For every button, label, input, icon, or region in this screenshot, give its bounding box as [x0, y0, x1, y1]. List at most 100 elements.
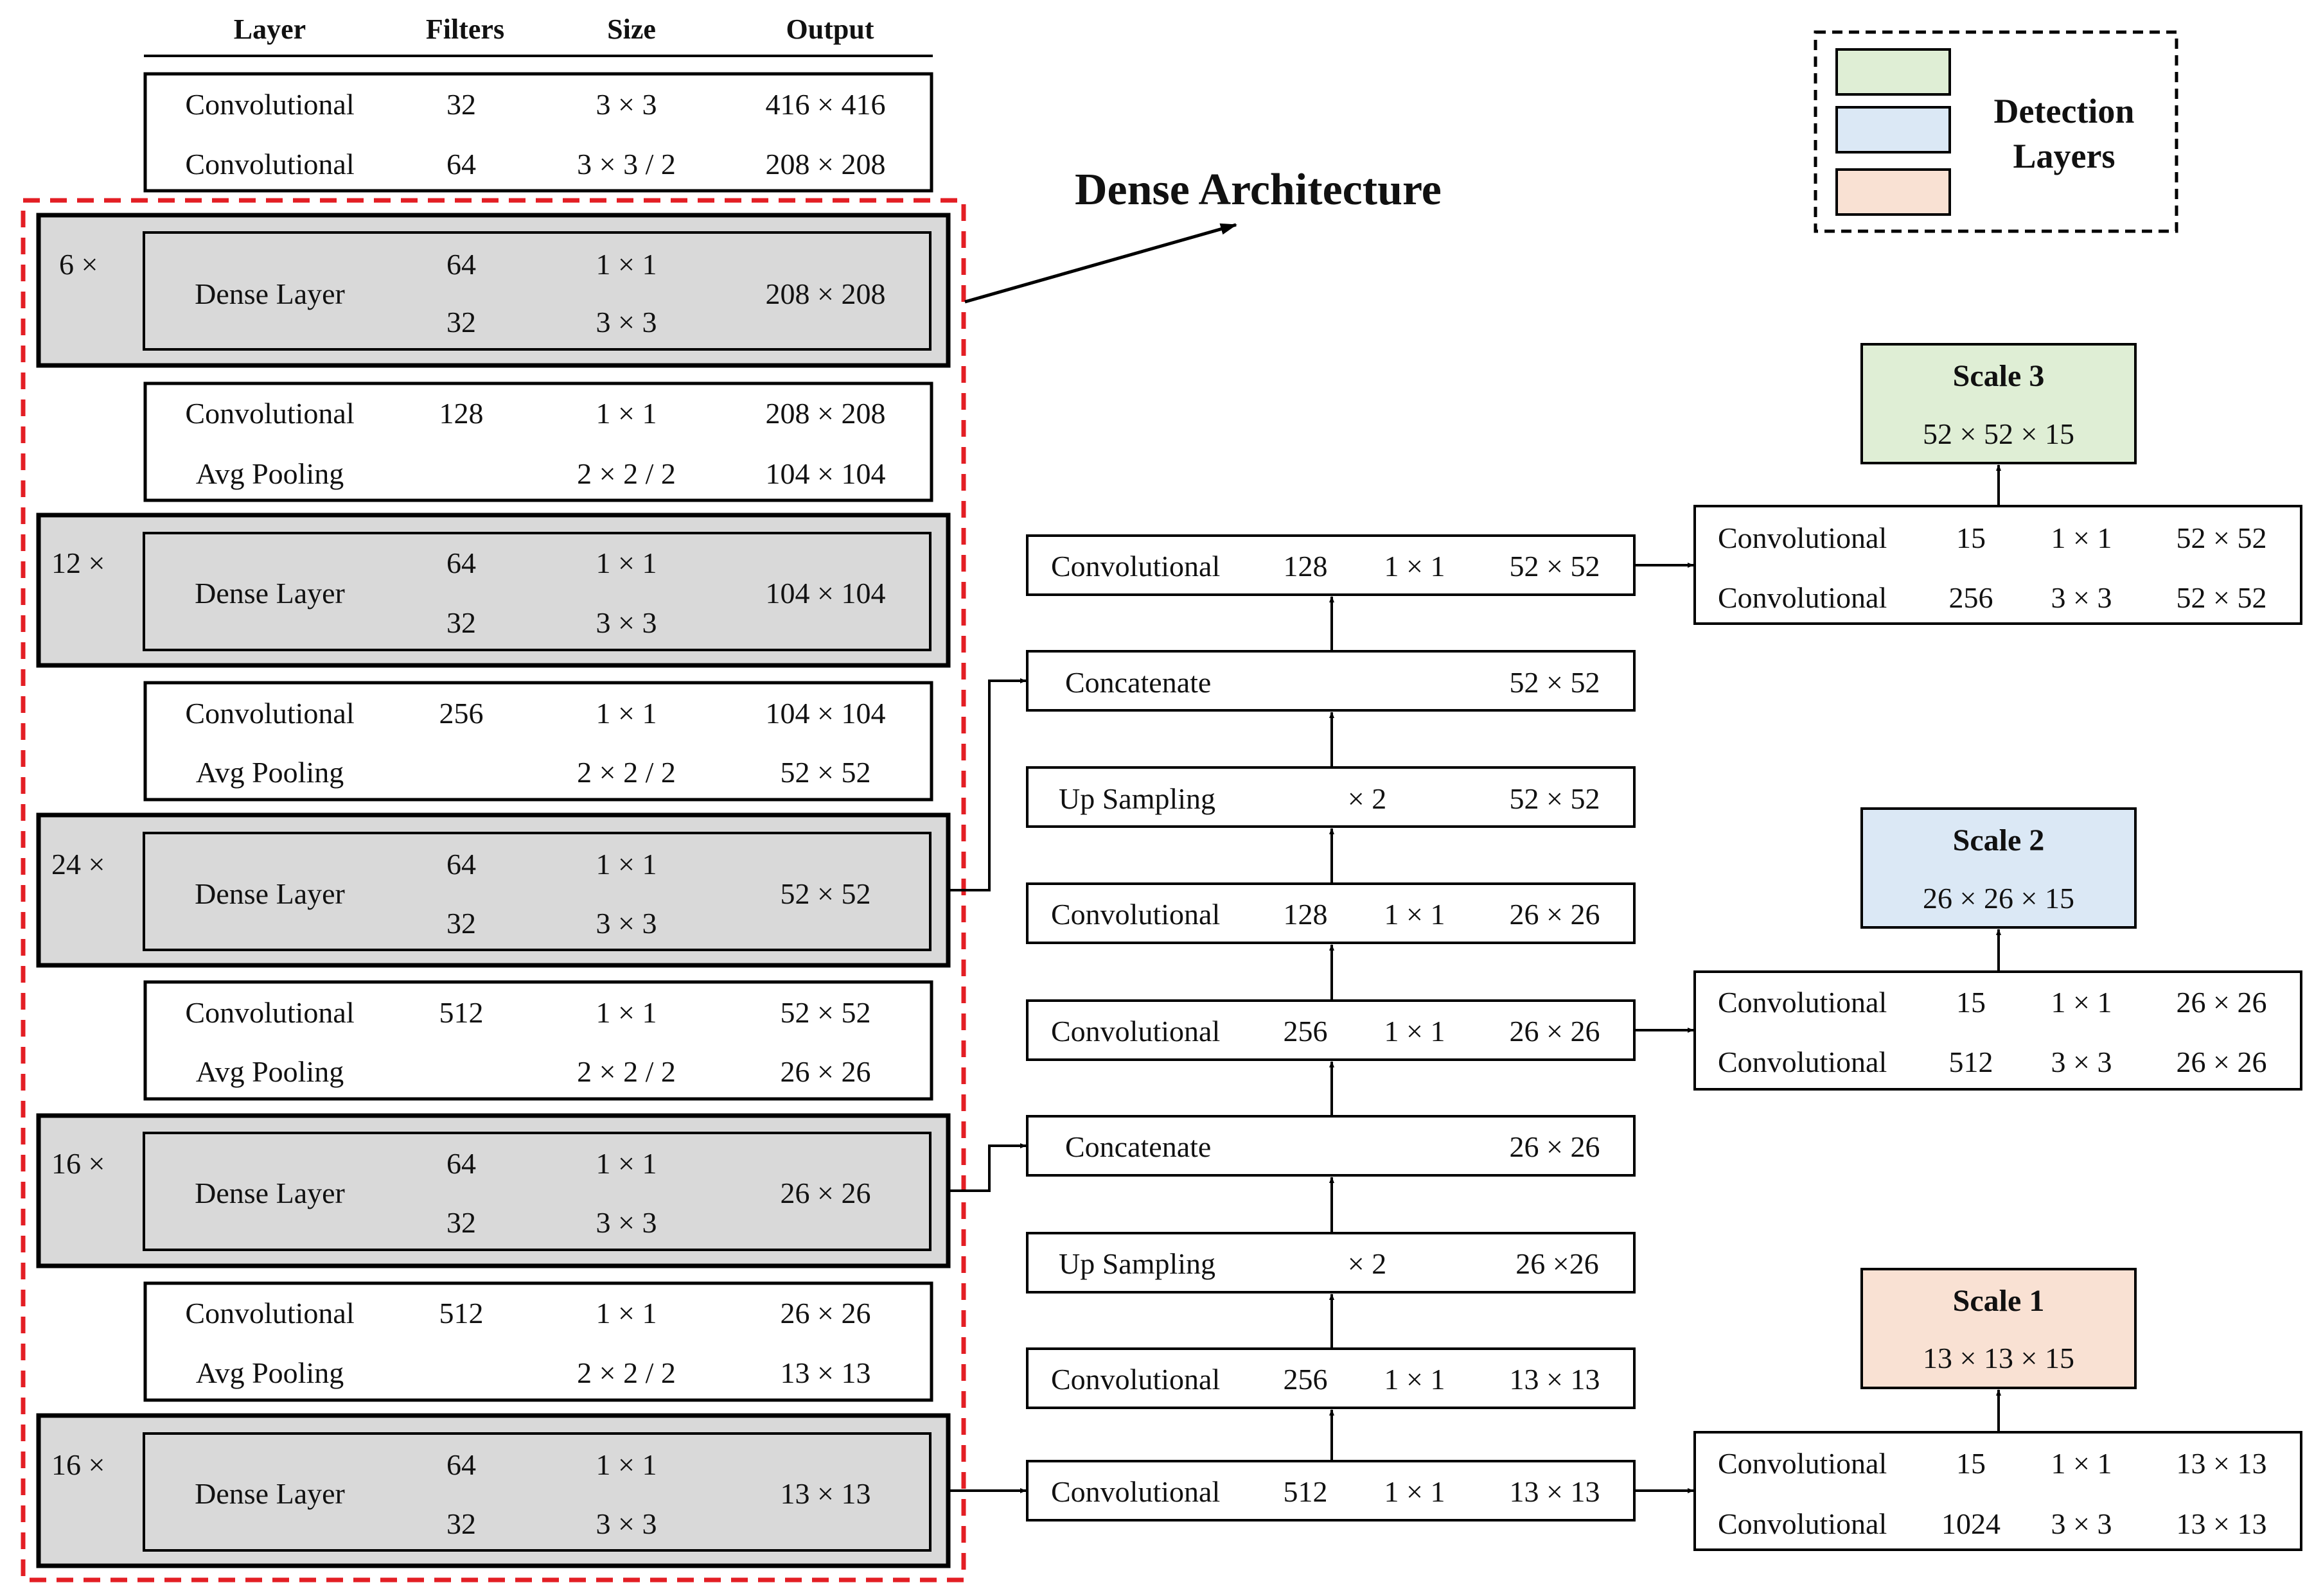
- first-row2-output: 208 × 208: [765, 148, 886, 180]
- transition-3-row1-layer: Convolutional: [185, 996, 355, 1029]
- scale-1-value: 13 × 13 × 15: [1923, 1342, 2074, 1374]
- dense-block-3-size-1: 1 × 1: [596, 848, 657, 881]
- legend-frame: [1814, 30, 2178, 233]
- first-row1-layer: Convolutional: [185, 88, 355, 121]
- head-2-row2-filters: 512: [1948, 1046, 1993, 1078]
- transition-4-row1-size: 1 × 1: [596, 1297, 657, 1329]
- head-3-row1-filters: 15: [1956, 522, 1986, 554]
- first-row1-size: 3 × 3: [596, 88, 657, 121]
- neck-box-7: [1026, 1232, 1636, 1293]
- neck-1-size: 1 × 1: [1384, 550, 1445, 583]
- head-2-row2-size: 3 × 3: [2051, 1046, 2112, 1078]
- transition-2-row1-filters: 256: [439, 697, 484, 730]
- header-layer: Layer: [233, 13, 306, 45]
- first-row2-size: 3 × 3 / 2: [577, 148, 676, 180]
- dense-block-5-repeat: 16 ×: [51, 1448, 105, 1481]
- transition-2-row2-layer: Avg Pooling: [195, 756, 344, 789]
- dense-block-2-filters-1: 64: [446, 547, 476, 579]
- dense-block-2-size-2: 3 × 3: [596, 606, 657, 639]
- neck-3-output: 52 × 52: [1509, 782, 1600, 815]
- neck-7-output: 26 ×26: [1515, 1247, 1599, 1280]
- dense-block-1-filters-2: 32: [446, 306, 476, 338]
- neck-9-filters: 512: [1283, 1475, 1328, 1508]
- dense-block-5-output: 13 × 13: [780, 1477, 871, 1510]
- head-1-row1-size: 1 × 1: [2051, 1447, 2112, 1480]
- dense-architecture-arrow: [964, 223, 1237, 304]
- dense-block-1-inner: [143, 231, 932, 351]
- transition-4-box: [143, 1281, 933, 1402]
- scale-3-box: [1860, 343, 2137, 464]
- header-filters: Filters: [425, 13, 505, 45]
- transition-1-row1-layer: Convolutional: [185, 397, 355, 430]
- transition-1-row2-output: 104 × 104: [765, 457, 886, 490]
- scale-1-title: Scale 1: [1952, 1284, 2045, 1318]
- head-3-row1-size: 1 × 1: [2051, 522, 2112, 554]
- first-conv-box: [143, 72, 933, 193]
- dense-block-1-output: 208 × 208: [765, 277, 886, 310]
- neck-6-layer: Concatenate: [1065, 1130, 1212, 1163]
- dense-block-4-filters-1: 64: [446, 1147, 476, 1180]
- transition-4-row2-size: 2 × 2 / 2: [577, 1356, 676, 1389]
- transition-2-row1-layer: Convolutional: [185, 697, 355, 730]
- head-1-row2-size: 3 × 3: [2051, 1507, 2112, 1540]
- head-1-row2-output: 13 × 13: [2176, 1507, 2267, 1540]
- dense-block-2-inner: [143, 532, 932, 651]
- dense-block-1-repeat: 6 ×: [59, 248, 98, 281]
- head-2-row2-output: 26 × 26: [2176, 1046, 2267, 1078]
- dense-block-4-filters-2: 32: [446, 1206, 476, 1239]
- transition-1-box: [143, 381, 933, 502]
- dense-architecture-title: Dense Architecture: [1075, 165, 1442, 215]
- neck-4-size: 1 × 1: [1384, 898, 1445, 931]
- neck-3-layer: Up Sampling: [1059, 782, 1216, 815]
- dense-block-5-size-2: 3 × 3: [596, 1507, 657, 1540]
- head-1-row1-layer: Convolutional: [1718, 1447, 1887, 1480]
- head-3-row1-output: 52 × 52: [2176, 522, 2267, 554]
- dense-block-2-repeat: 12 ×: [51, 547, 105, 579]
- header-output: Output: [786, 13, 874, 45]
- transition-3-row1-size: 1 × 1: [596, 996, 657, 1029]
- dense-block-2-size-1: 1 × 1: [596, 547, 657, 579]
- head-3-row2-filters: 256: [1948, 581, 1993, 614]
- neck-box-2: [1026, 650, 1636, 712]
- dense-block-3-filters-1: 64: [446, 848, 476, 881]
- head-2-row1-output: 26 × 26: [2176, 986, 2267, 1019]
- neck-box-8: [1026, 1347, 1636, 1409]
- dense-block-3-output: 52 × 52: [780, 877, 871, 910]
- neck-4-filters: 128: [1283, 898, 1328, 931]
- head-2-row1-layer: Convolutional: [1718, 986, 1887, 1019]
- dense-block-3-repeat: 24 ×: [51, 848, 105, 881]
- transition-1-row2-size: 2 × 2 / 2: [577, 457, 676, 490]
- dense-block-3-filters-2: 32: [446, 907, 476, 940]
- neck-4-output: 26 × 26: [1509, 898, 1600, 931]
- transition-1-row1-output: 208 × 208: [765, 397, 886, 430]
- dense-block-4-layer: Dense Layer: [195, 1177, 345, 1209]
- neck-6-output: 26 × 26: [1509, 1130, 1600, 1163]
- scale-2-title: Scale 2: [1952, 823, 2045, 857]
- neck-9-size: 1 × 1: [1384, 1475, 1445, 1508]
- legend-blue-swatch: [1835, 106, 1951, 153]
- neck-9-output: 13 × 13: [1509, 1475, 1600, 1508]
- dense-block-4-size-1: 1 × 1: [596, 1147, 657, 1180]
- legend-green-swatch: [1835, 48, 1951, 96]
- neck-5-layer: Convolutional: [1051, 1015, 1221, 1048]
- dense-block-1-size-2: 3 × 3: [596, 306, 657, 338]
- dense-block-1-size-1: 1 × 1: [596, 248, 657, 281]
- scale-3-value: 52 × 52 × 15: [1923, 417, 2074, 450]
- neck-1-filters: 128: [1283, 550, 1328, 583]
- head-3-box: [1693, 505, 2302, 625]
- transition-3-box: [143, 980, 933, 1101]
- neck-9-layer: Convolutional: [1051, 1475, 1221, 1508]
- dense-block-5-size-1: 1 × 1: [596, 1448, 657, 1481]
- transition-3-row2-size: 2 × 2 / 2: [577, 1055, 676, 1088]
- head-1-row2-layer: Convolutional: [1718, 1507, 1887, 1540]
- neck-4-layer: Convolutional: [1051, 898, 1221, 931]
- neck-box-9: [1026, 1460, 1636, 1521]
- dense3-to-concat-connector: [948, 678, 1027, 891]
- transition-3-row2-layer: Avg Pooling: [195, 1055, 344, 1088]
- dense-block-5-filters-1: 64: [446, 1448, 476, 1481]
- neck-8-size: 1 × 1: [1384, 1363, 1445, 1396]
- neck-7-size: × 2: [1347, 1247, 1387, 1280]
- neck-8-output: 13 × 13: [1509, 1363, 1600, 1396]
- first-row1-output: 416 × 416: [765, 88, 886, 121]
